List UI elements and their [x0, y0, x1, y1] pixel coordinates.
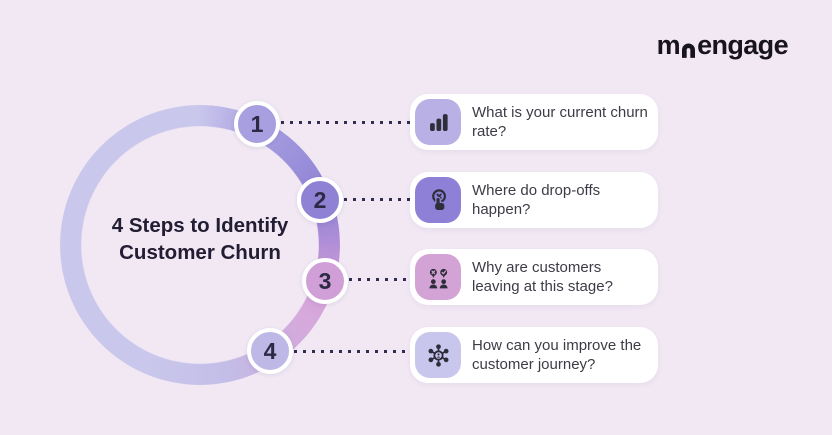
- steps-ring: [60, 105, 340, 385]
- logo-text-m: m: [656, 30, 681, 60]
- step-2-badge: 2: [297, 177, 343, 223]
- step-1-card: What is your current churn rate?: [410, 94, 658, 150]
- step-1-question: What is your current churn rate?: [472, 103, 648, 141]
- step-2-question: Where do drop-offs happen?: [472, 181, 601, 219]
- step-3-number: 3: [318, 267, 332, 294]
- moengage-logo: m engage: [656, 30, 789, 60]
- step-1-badge: 1: [234, 101, 280, 147]
- diagram-title-line2: Customer Churn: [119, 241, 281, 265]
- moengage-o-mark-icon: [682, 43, 696, 58]
- logo-text-engage: engage: [697, 30, 789, 60]
- step-3-card: Why are customers leaving at this stage?: [410, 249, 658, 305]
- step-4-connector: [294, 350, 410, 353]
- step-3-badge: 3: [302, 258, 348, 304]
- step-2-card: Where do drop-offs happen?: [410, 172, 658, 228]
- step-3-connector: [349, 278, 410, 281]
- step-2-number: 2: [313, 186, 327, 213]
- step-4-badge: 4: [247, 328, 293, 374]
- diagram-title-line1: 4 Steps to Identify: [111, 214, 289, 237]
- step-1-connector: [281, 121, 410, 124]
- step-4-card: How can you improve the customer journey…: [410, 327, 658, 383]
- bar-chart-icon: [415, 99, 461, 145]
- step-1-number: 1: [250, 110, 264, 137]
- tap-dropoff-icon: [415, 177, 461, 223]
- step-4-number: 4: [263, 337, 277, 364]
- step-2-connector: [344, 198, 410, 201]
- journey-network-icon: [415, 332, 461, 378]
- step-4-question: How can you improve the customer journey…: [472, 336, 642, 374]
- diagram-title: 4 Steps to Identify Customer Churn: [88, 212, 312, 266]
- customer-feedback-icon: [415, 254, 461, 300]
- step-3-question: Why are customers leaving at this stage?: [472, 258, 613, 296]
